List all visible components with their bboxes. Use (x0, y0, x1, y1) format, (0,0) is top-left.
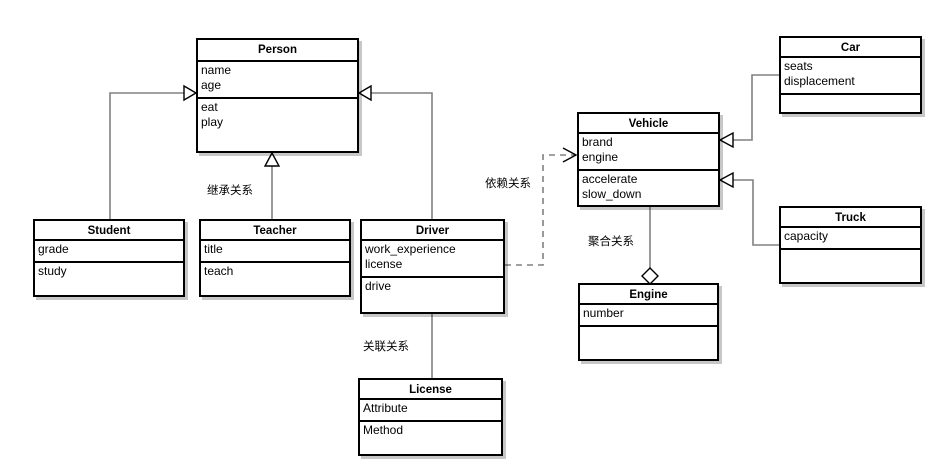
uml-methods-truck (781, 250, 920, 253)
edge-driver-person[interactable] (357, 84, 433, 219)
uml-attributes-student: grade (35, 241, 183, 263)
uml-attribute: brand (582, 135, 613, 149)
uml-method: Method (363, 423, 404, 437)
uml-method: accelerate (582, 172, 638, 186)
uml-class-name-person: Person (198, 40, 357, 62)
edge-truck-vehicle[interactable] (718, 171, 779, 246)
uml-attribute: Attribute (363, 401, 408, 415)
generalization-arrowhead (183, 84, 198, 102)
aggregation-diamond (641, 267, 659, 285)
label-aggregation: 聚合关系 (588, 234, 634, 248)
label-inheritance: 继承关系 (207, 183, 253, 197)
uml-attribute: title (204, 242, 223, 256)
uml-class-name-vehicle: Vehicle (579, 114, 718, 134)
generalization-arrowhead (718, 171, 734, 189)
uml-attribute: work_experience (365, 242, 456, 256)
generalization-arrowhead (263, 151, 281, 167)
uml-method: eat (201, 100, 218, 114)
uml-attributes-license: Attribute (360, 400, 501, 422)
uml-method: teach (204, 264, 234, 278)
uml-class-name-engine: Engine (580, 285, 717, 305)
generalization-arrowhead (718, 131, 734, 149)
uml-methods-driver: drive (362, 278, 503, 296)
uml-methods-engine (580, 327, 717, 330)
uml-attribute: capacity (784, 229, 829, 243)
uml-class-name-license: License (360, 380, 501, 400)
uml-method: drive (365, 279, 392, 293)
uml-attribute: grade (38, 242, 69, 256)
edge-student-person[interactable] (109, 84, 198, 219)
uml-methods-car (781, 95, 920, 98)
uml-attributes-truck: capacity (781, 228, 920, 250)
uml-attribute: displacement (784, 74, 855, 88)
uml-class-name-truck: Truck (781, 208, 920, 228)
uml-methods-teacher: teach (201, 263, 349, 281)
uml-class-name-student: Student (35, 221, 183, 241)
uml-method: study (38, 264, 67, 278)
uml-class-name-driver: Driver (362, 221, 503, 241)
label-association: 关联关系 (363, 339, 409, 353)
dependency-arrowhead (562, 147, 578, 163)
uml-attribute: engine (582, 150, 619, 164)
uml-attribute: number (583, 306, 624, 320)
uml-attributes-teacher: title (201, 241, 349, 263)
uml-class-name-teacher: Teacher (201, 221, 349, 241)
edge-teacher-person[interactable] (263, 151, 281, 219)
uml-attribute: name (201, 63, 232, 77)
uml-methods-license: Method (360, 422, 501, 440)
generalization-arrowhead (357, 84, 372, 102)
edge-car-vehicle[interactable] (718, 74, 779, 149)
uml-attribute: age (201, 78, 222, 92)
label-dependency: 依赖关系 (485, 176, 531, 190)
uml-attribute: license (365, 257, 403, 271)
edge-driver-vehicle[interactable] (505, 147, 578, 266)
uml-method: play (201, 115, 224, 129)
uml-class-name-car: Car (781, 38, 920, 58)
uml-method: slow_down (582, 187, 642, 201)
uml-attributes-engine: number (580, 305, 717, 327)
edge-vehicle-engine[interactable] (641, 207, 659, 285)
uml-methods-student: study (35, 263, 183, 281)
uml-attribute: seats (784, 59, 813, 73)
